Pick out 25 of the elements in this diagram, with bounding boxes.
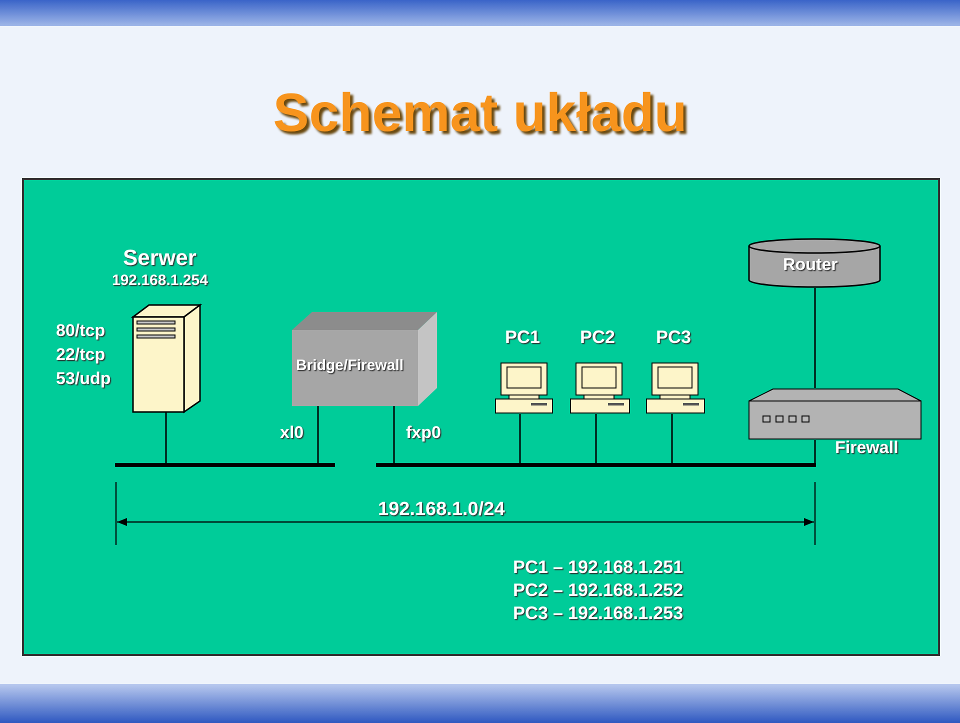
ip-address: 192.168.1.254	[112, 272, 208, 290]
network-cable	[165, 412, 167, 463]
network-cable	[519, 414, 521, 463]
device-name: Firewall	[835, 438, 898, 458]
network-bus	[376, 463, 816, 467]
network-bus	[115, 463, 335, 467]
interface-label: fxp0	[404, 423, 443, 443]
network-cable	[393, 406, 395, 463]
ip-assignment: PC2 – 192.168.1.252	[513, 580, 684, 601]
device-name: PC1	[505, 327, 540, 348]
network-cable	[814, 440, 816, 463]
network-cable	[595, 414, 597, 463]
network-cable	[814, 288, 816, 388]
ip-assignment: PC1 – 192.168.1.251	[513, 557, 684, 578]
device-name: Serwer	[123, 245, 196, 270]
device-name: PC3	[656, 327, 692, 348]
ip-assignment: PC3 – 192.168.1.253	[513, 603, 684, 624]
device-name: Bridge/Firewall	[296, 357, 404, 374]
network-cable	[317, 406, 319, 463]
port-list: 80/tcp 22/tcp 53/udp	[56, 319, 116, 391]
slide-title: Schemat układu	[272, 82, 688, 144]
subnet-label: 192.168.1.0/24	[378, 499, 505, 521]
device-name: PC2	[580, 327, 616, 348]
device-name: Router	[783, 255, 838, 275]
network-cable	[671, 414, 673, 463]
